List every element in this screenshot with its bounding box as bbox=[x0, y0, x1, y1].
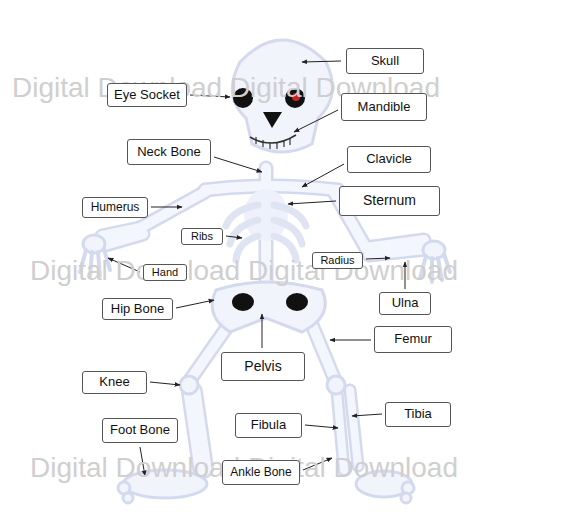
part-name: Sternum bbox=[363, 193, 416, 208]
label-box: Hip Bone bbox=[102, 298, 173, 320]
label-box: Radius bbox=[312, 252, 363, 269]
label-box: Knee bbox=[82, 371, 147, 394]
part-name: Foot Bone bbox=[110, 423, 170, 437]
part-name: Femur bbox=[394, 332, 432, 346]
watermark: Digital Download Digital Download bbox=[30, 255, 458, 287]
part-name: Eye Socket bbox=[114, 88, 180, 102]
label-box: Femur bbox=[374, 326, 452, 353]
label-box: Eye Socket bbox=[107, 83, 187, 107]
label-box: Ankle Bone bbox=[222, 460, 300, 485]
label-box: Fibula bbox=[235, 413, 302, 438]
part-name: Knee bbox=[99, 375, 129, 389]
part-name: Radius bbox=[320, 254, 354, 266]
part-name: Tibia bbox=[404, 407, 432, 421]
part-name: Ankle Bone bbox=[230, 466, 291, 479]
label-box: Foot Bone bbox=[102, 418, 178, 443]
pelvis-shape bbox=[212, 282, 325, 332]
part-name: Hip Bone bbox=[111, 302, 164, 316]
part-name: Pelvis bbox=[244, 359, 281, 374]
part-name: Mandible bbox=[358, 100, 411, 114]
label-box: Ulna bbox=[379, 292, 431, 315]
label-box: Sternum bbox=[339, 186, 440, 216]
part-name: Clavicle bbox=[366, 152, 412, 166]
part-name: Neck Bone bbox=[137, 145, 201, 159]
label-box: Mandible bbox=[341, 93, 427, 121]
label-box: Humerus bbox=[82, 197, 148, 218]
rib-cage bbox=[226, 189, 306, 260]
label-box: Skull bbox=[346, 48, 424, 74]
label-box: Ribs bbox=[181, 228, 223, 245]
part-name: Hand bbox=[152, 266, 178, 278]
part-name: Ribs bbox=[191, 230, 213, 242]
label-box: Hand bbox=[143, 264, 187, 281]
label-box: Pelvis bbox=[221, 352, 305, 381]
part-name: Ulna bbox=[392, 296, 419, 310]
label-box: Tibia bbox=[385, 402, 451, 427]
part-name: Fibula bbox=[251, 418, 286, 432]
part-name: Skull bbox=[371, 54, 399, 68]
label-box: Neck Bone bbox=[127, 139, 211, 165]
part-name: Humerus bbox=[91, 201, 140, 214]
label-box: Clavicle bbox=[347, 146, 431, 173]
